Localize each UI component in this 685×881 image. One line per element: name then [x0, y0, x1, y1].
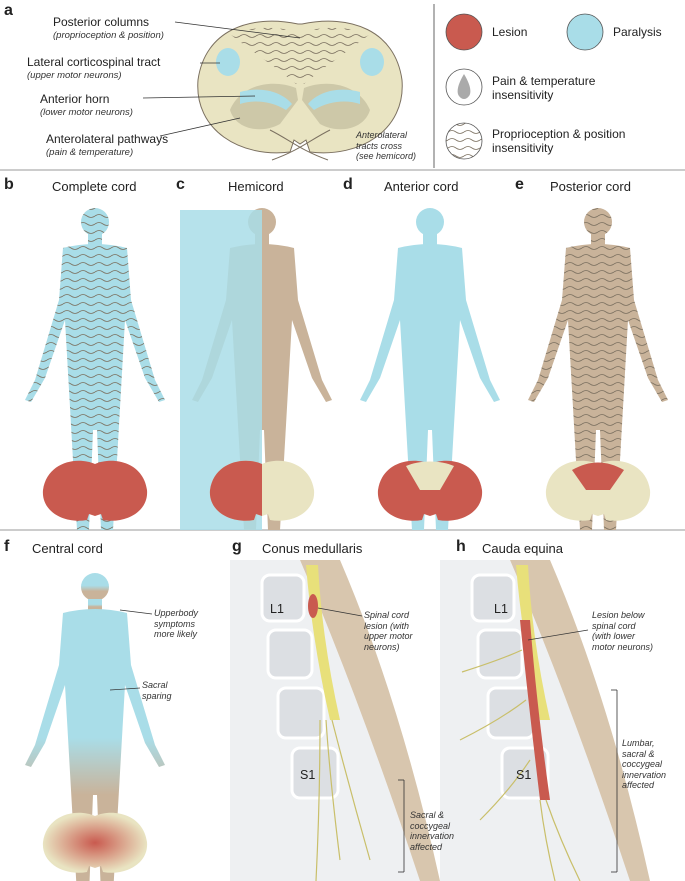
- legend-paralysis: Paralysis: [613, 25, 662, 39]
- panel-h-letter: h: [456, 538, 466, 555]
- cauda-equina-spine: [440, 560, 650, 881]
- posterior-columns-sub: (proprioception & position): [53, 30, 164, 41]
- panel-h-l1: L1: [494, 602, 508, 616]
- spinal-cord-cross-section: [197, 20, 403, 161]
- panel-b-title: Complete cord: [52, 179, 137, 194]
- panel-b-letter: b: [4, 176, 14, 193]
- conus-medullaris-spine: [230, 560, 440, 881]
- panel-e-letter: e: [515, 176, 524, 193]
- panel-g-letter: g: [232, 538, 242, 555]
- panel-c-letter: c: [176, 176, 185, 193]
- panel-d-letter: d: [343, 176, 353, 193]
- panel-h-title: Cauda equina: [482, 541, 563, 556]
- anterior-horn-label: Anterior horn: [40, 92, 110, 106]
- panel-f-letter: f: [4, 538, 10, 555]
- panel-g-s1: S1: [300, 768, 316, 782]
- panel-e-title: Posterior cord: [550, 179, 631, 194]
- waves-icon: [445, 122, 483, 160]
- panel-g-title: Conus medullaris: [262, 541, 363, 556]
- anterolateral-sub: (pain & temperature): [46, 147, 134, 158]
- cross-note: Anterolateral tracts cross (see hemicord…: [356, 130, 417, 161]
- flame-icon: [457, 74, 471, 99]
- panel-d-title: Anterior cord: [384, 179, 459, 194]
- lesion-swatch: [445, 13, 483, 51]
- panel-c-title: Hemicord: [228, 179, 284, 194]
- lateral-corticospinal-label: Lateral corticospinal tract: [27, 55, 161, 69]
- posterior-columns-label: Posterior columns: [53, 15, 150, 29]
- paralysis-swatch: [566, 13, 604, 51]
- panel-h-s1: S1: [516, 768, 532, 782]
- anterior-horn-sub: (lower motor neurons): [40, 107, 133, 118]
- panel-g-l1: L1: [270, 602, 284, 616]
- panel-f-title: Central cord: [32, 541, 103, 556]
- anterolateral-label: Anterolateral pathways: [46, 132, 169, 146]
- lateral-corticospinal-sub: (upper motor neurons): [27, 70, 122, 81]
- legend-lesion: Lesion: [492, 25, 528, 39]
- panel-a-letter: a: [4, 2, 13, 19]
